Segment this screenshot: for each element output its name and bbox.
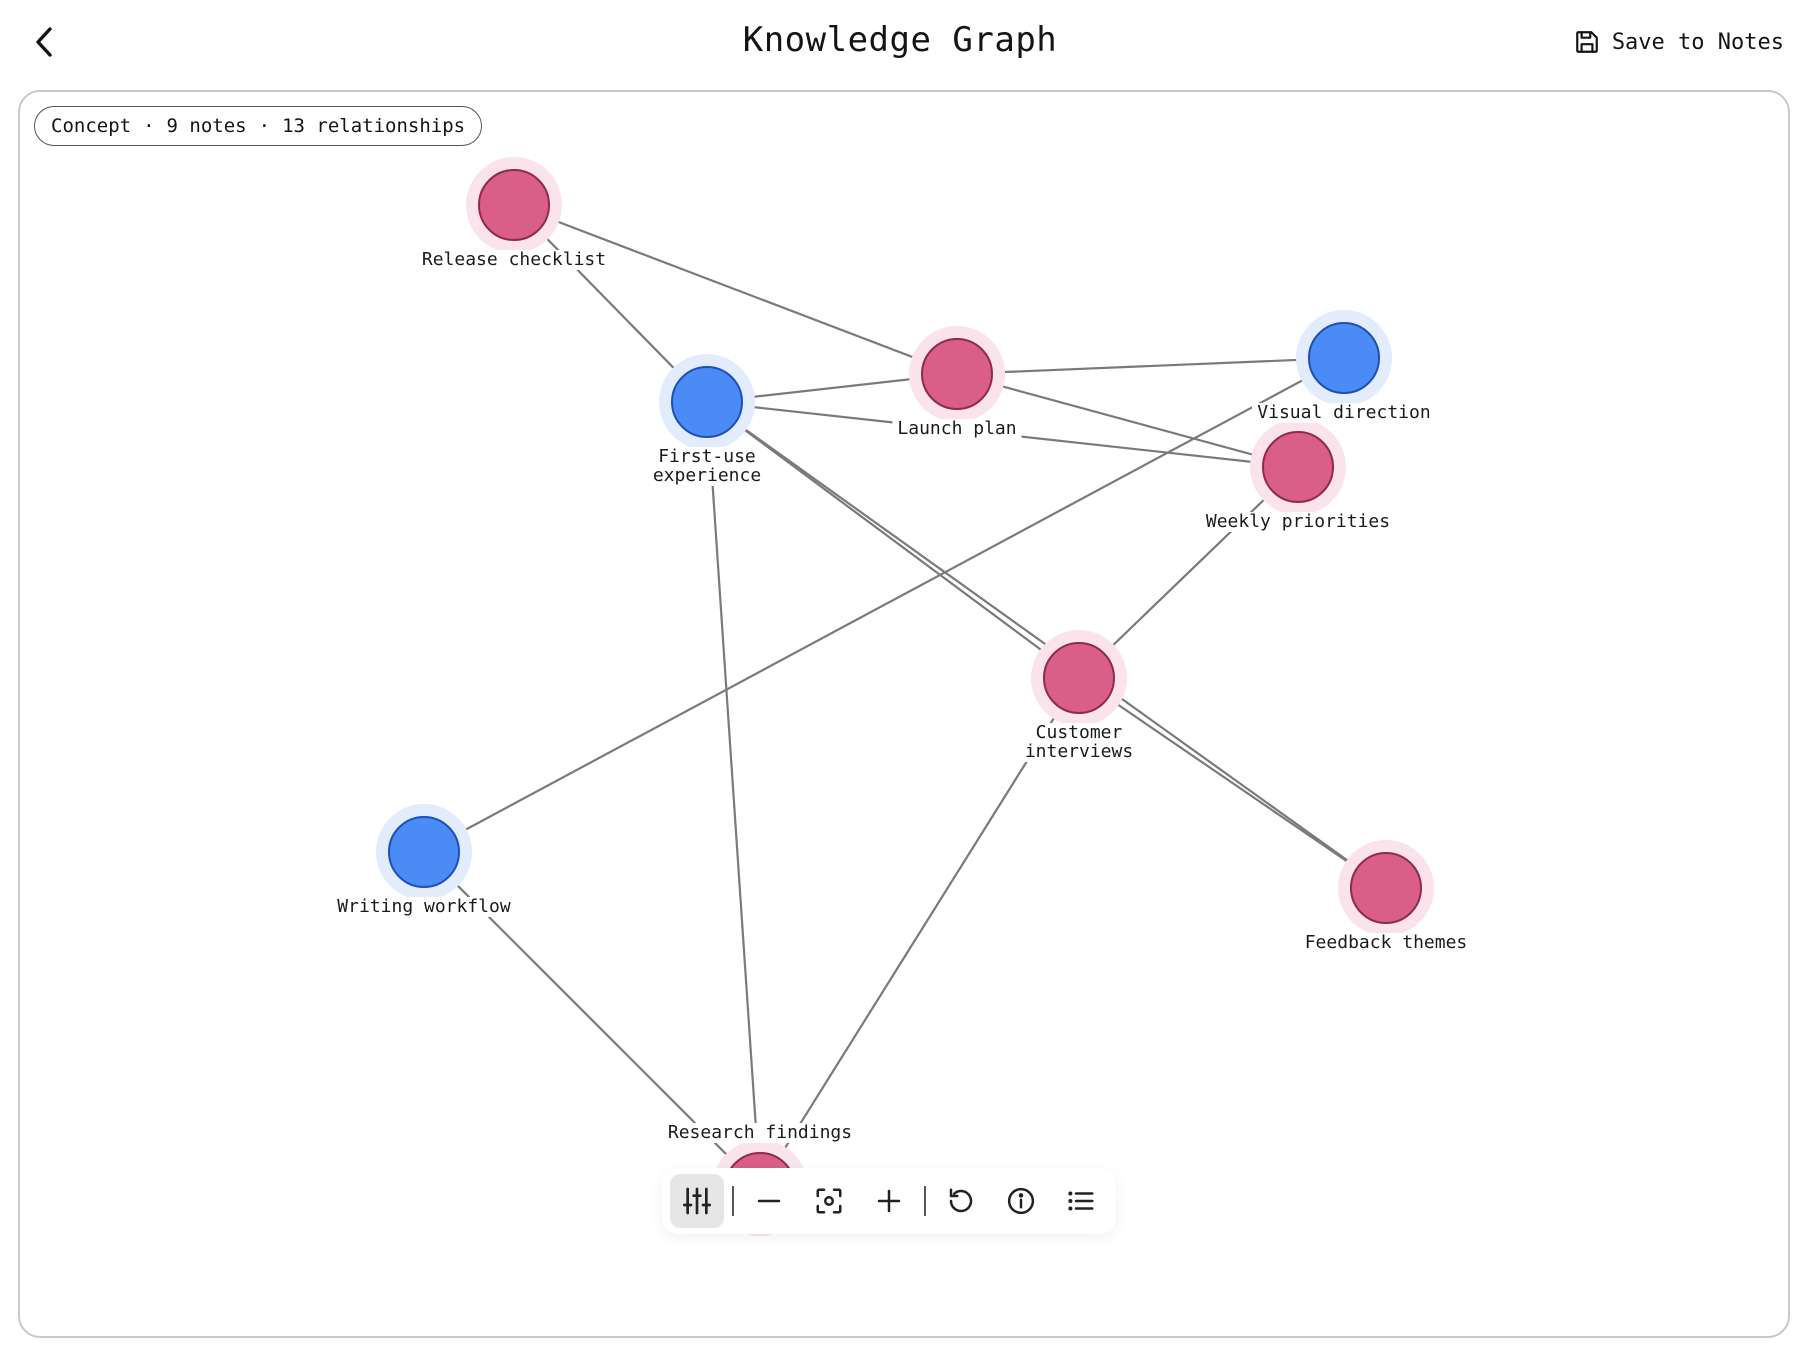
label-background xyxy=(1252,403,1436,423)
label-background xyxy=(1031,723,1127,743)
graph-toolbar xyxy=(662,1168,1116,1234)
reset-button[interactable] xyxy=(934,1174,988,1228)
zoom-in-button[interactable] xyxy=(862,1174,916,1228)
list-icon xyxy=(1068,1191,1094,1211)
sliders-icon xyxy=(683,1187,711,1215)
list-view-button[interactable] xyxy=(1054,1174,1108,1228)
node-label-release: Release checklist xyxy=(416,249,612,270)
node-label-text: First-use xyxy=(658,446,756,467)
focus-icon xyxy=(816,1188,842,1214)
edges-layer xyxy=(423,203,1387,1189)
node-label-launch: Launch plan xyxy=(892,418,1022,439)
edge-launch-visual xyxy=(956,356,1345,376)
minus-icon xyxy=(757,1199,781,1203)
label-background xyxy=(1299,933,1473,953)
rotate-ccw-icon xyxy=(949,1188,973,1213)
node-circle xyxy=(388,816,460,888)
label-background xyxy=(1020,742,1138,762)
node-label-research: Research findings xyxy=(662,1122,858,1143)
chevron-left-icon xyxy=(36,27,52,57)
save-to-notes-label: Save to Notes xyxy=(1611,29,1784,55)
edge-customer-research xyxy=(759,677,1080,1189)
summary-relationships-count: 13 relationships xyxy=(282,115,466,137)
edge-firstuse-customer xyxy=(706,401,1080,679)
edge-launch-weekly xyxy=(956,372,1299,469)
label-background xyxy=(892,419,1022,439)
nodes-layer xyxy=(376,157,1434,1236)
toolbar-divider xyxy=(732,1186,734,1216)
edge-firstuse-research xyxy=(705,401,762,1189)
node-customer[interactable] xyxy=(1031,630,1127,726)
summary-separator: · xyxy=(258,115,271,137)
page-title: Knowledge Graph xyxy=(742,20,1058,60)
summary-separator: · xyxy=(143,115,155,137)
edge-weekly-customer xyxy=(1078,466,1299,679)
edge-customer-feedback xyxy=(1078,677,1387,889)
label-background xyxy=(653,447,761,467)
graph-summary-pill[interactable]: Concept · 9 notes · 13 relationships xyxy=(34,106,483,146)
label-background xyxy=(1200,512,1396,532)
edge-visual-writing xyxy=(423,357,1345,853)
node-visual[interactable] xyxy=(1296,310,1392,406)
toolbar-divider xyxy=(924,1186,926,1216)
label-background xyxy=(648,466,766,486)
node-label-weekly: Weekly priorities xyxy=(1200,511,1396,532)
node-launch[interactable] xyxy=(909,326,1005,422)
node-weekly[interactable] xyxy=(1250,419,1346,515)
node-circle xyxy=(478,169,550,241)
node-circle xyxy=(1262,431,1334,503)
node-label-text: Customer xyxy=(1036,722,1123,743)
node-writing[interactable] xyxy=(376,804,472,900)
node-label-writing: Writing workflow xyxy=(332,896,516,917)
edge-release-launch xyxy=(513,203,958,376)
label-background xyxy=(416,250,612,270)
zoom-out-button[interactable] xyxy=(742,1174,796,1228)
floppy-disk-icon xyxy=(1575,31,1598,53)
label-background xyxy=(332,897,516,917)
node-label-text: Launch plan xyxy=(897,418,1016,439)
summary-filter: Concept xyxy=(51,115,132,137)
node-label-text: Weekly priorities xyxy=(1206,511,1390,532)
node-label-text: Research findings xyxy=(668,1122,852,1143)
label-background xyxy=(662,1123,858,1143)
filters-button[interactable] xyxy=(670,1174,724,1228)
info-button[interactable] xyxy=(994,1174,1048,1228)
node-label-text: Visual direction xyxy=(1257,402,1430,423)
summary-notes-count: 9 notes xyxy=(166,115,247,137)
node-label-feedback: Feedback themes xyxy=(1299,932,1473,953)
node-circle xyxy=(1043,642,1115,714)
node-label-text: Release checklist xyxy=(422,249,606,270)
info-icon xyxy=(1007,1187,1035,1215)
node-label-text: Feedback themes xyxy=(1305,932,1468,953)
node-feedback[interactable] xyxy=(1338,840,1434,936)
node-label-text: experience xyxy=(653,465,761,486)
plus-icon xyxy=(877,1189,901,1213)
node-release[interactable] xyxy=(466,157,562,253)
node-label-text: interviews xyxy=(1025,741,1133,762)
header: Knowledge Graph Save to Notes xyxy=(0,0,1800,88)
node-circle xyxy=(1308,322,1380,394)
back-button[interactable] xyxy=(22,18,66,66)
node-firstuse[interactable] xyxy=(659,354,755,450)
node-circle xyxy=(671,366,743,438)
node-circle xyxy=(921,338,993,410)
fit-view-button[interactable] xyxy=(802,1174,856,1228)
node-label-visual: Visual direction xyxy=(1252,402,1436,423)
node-circle xyxy=(1350,852,1422,924)
node-label-text: Writing workflow xyxy=(337,896,511,917)
save-to-notes-button[interactable]: Save to Notes xyxy=(1574,24,1784,60)
